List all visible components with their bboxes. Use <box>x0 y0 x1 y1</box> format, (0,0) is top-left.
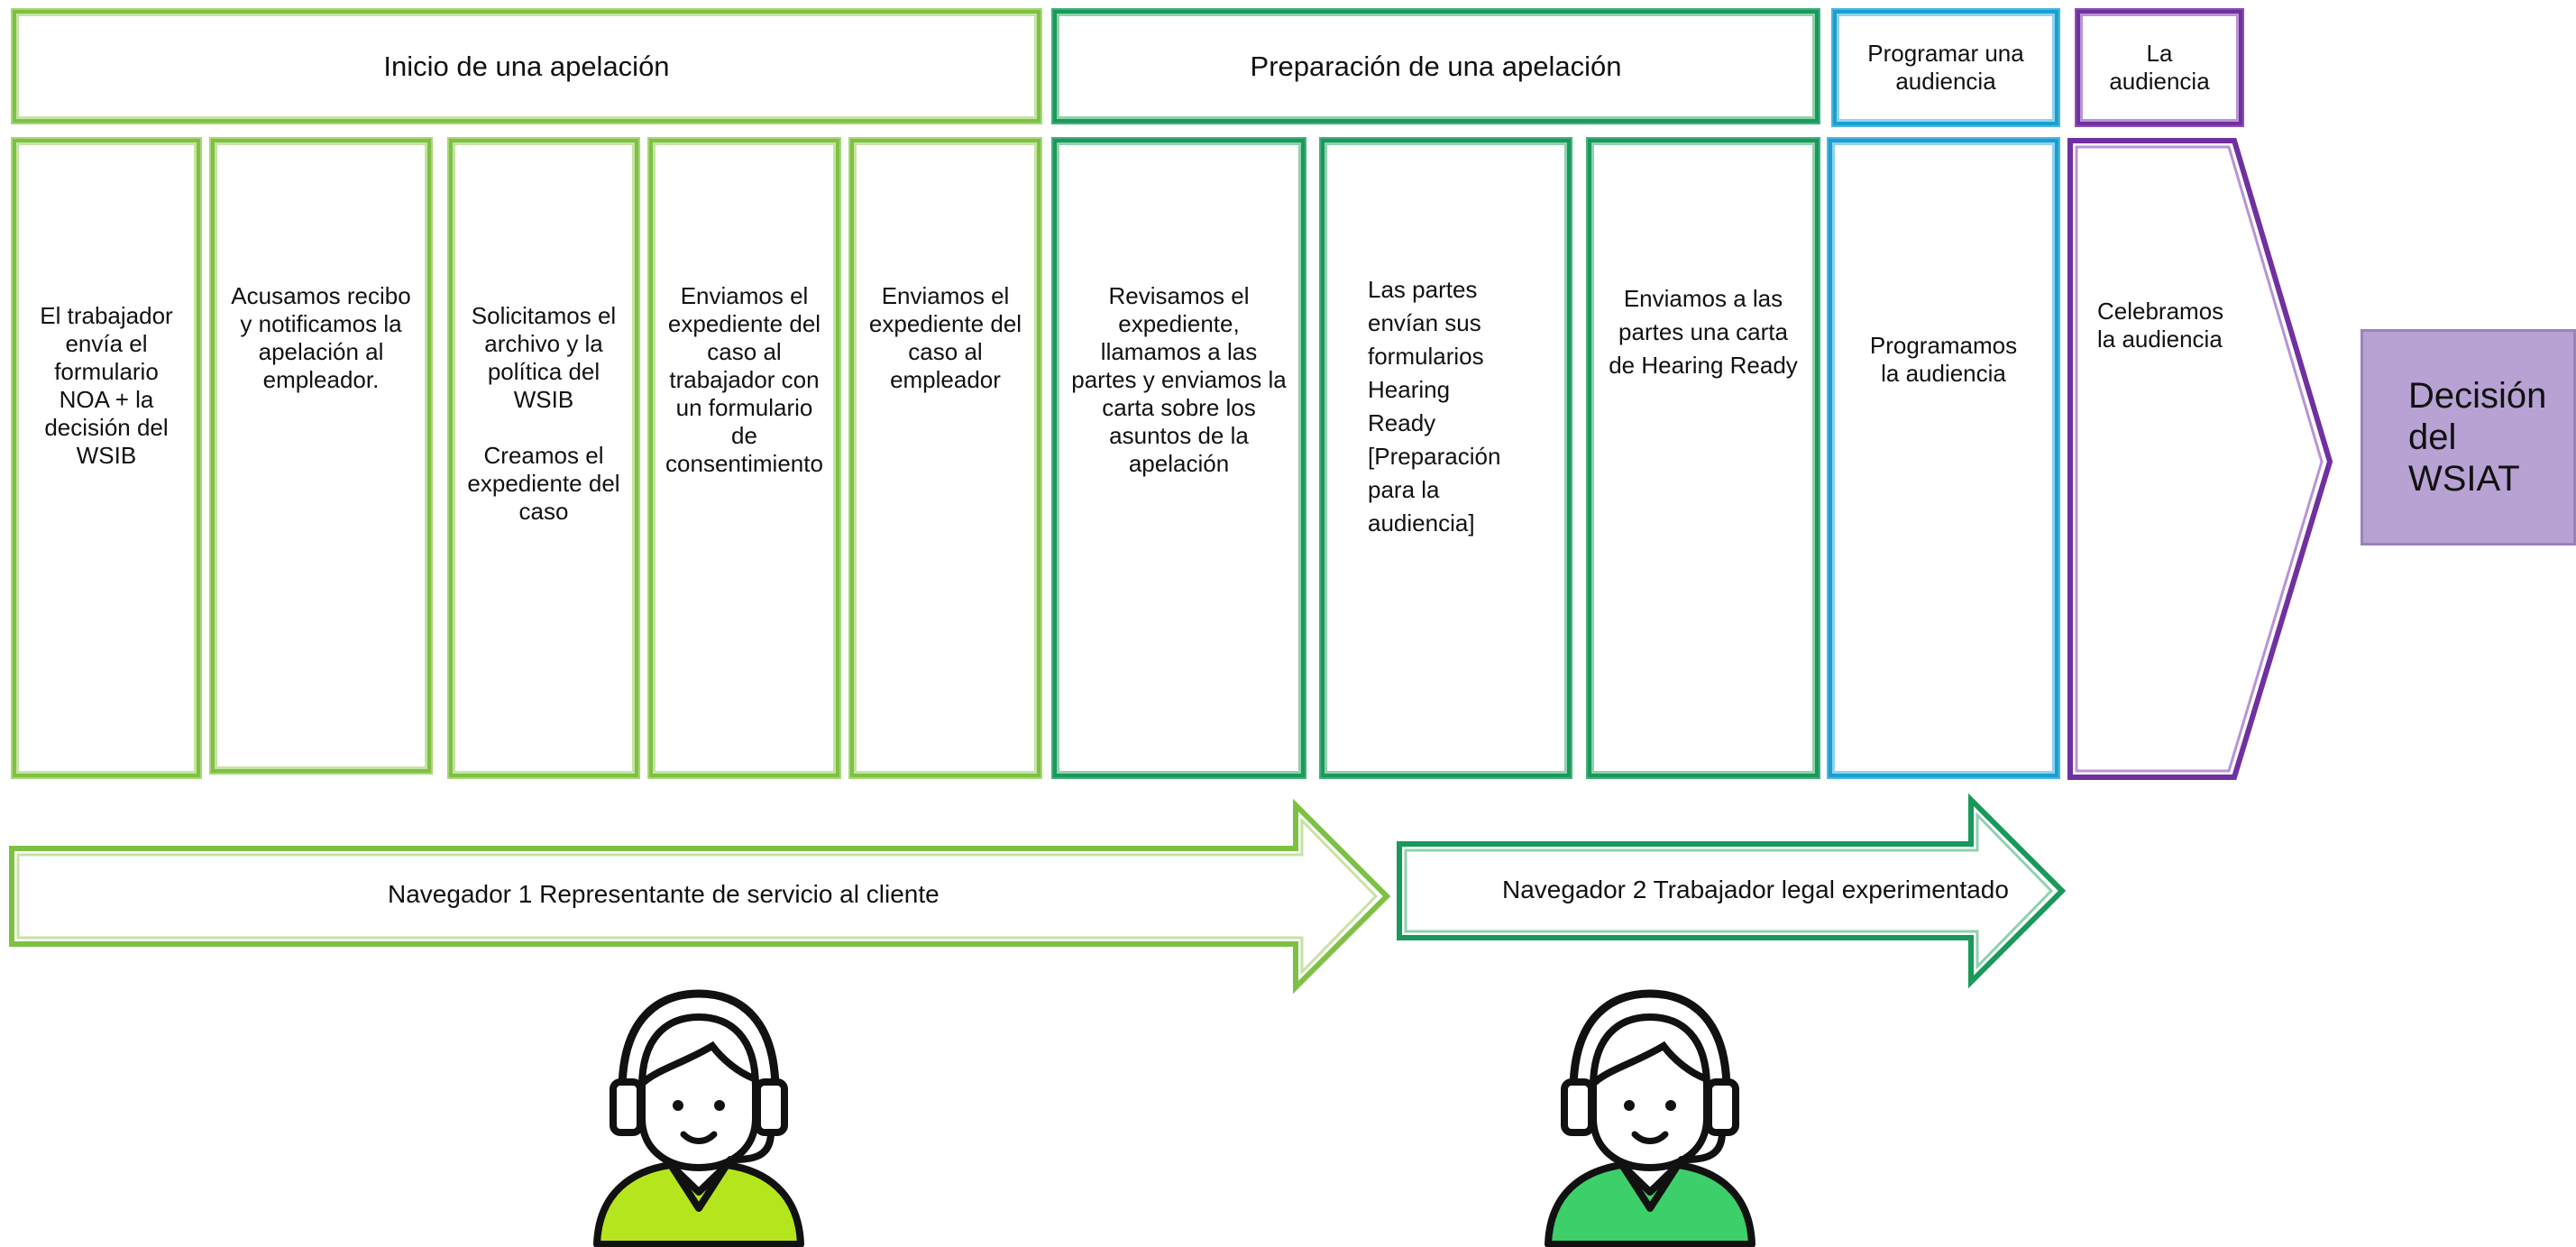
navigator-2-arrow <box>1397 793 2067 988</box>
step-box-1: El trabajador envía el formulario NOA + … <box>11 137 202 779</box>
phase-header-audiencia: La audiencia <box>2075 8 2244 127</box>
step-text: Celebramos la audiencia <box>2097 298 2224 353</box>
step-box-10: Celebramos la audiencia <box>2086 298 2243 353</box>
step-box-2: Acusamos recibo y notificamos la apelaci… <box>209 137 433 775</box>
step-text: Programamos la audiencia <box>1869 332 2018 387</box>
step-text: Acusamos recibo y notificamos la apelaci… <box>231 282 411 393</box>
navigator-2-label: Navegador 2 Trabajador legal experimenta… <box>1502 876 2009 903</box>
step-box-6: Revisamos el expediente, llamamos a las … <box>1051 137 1306 779</box>
step-text: El trabajador envía el formulario NOA + … <box>40 302 173 469</box>
phase-header-label: Programar una audiencia <box>1867 40 2024 95</box>
step-text: Enviamos el expediente del caso al traba… <box>665 282 823 477</box>
step-box-8: Enviamos a las partes una carta de Heari… <box>1586 137 1820 779</box>
phase-header-label: Preparación de una apelación <box>1250 50 1622 82</box>
step-text: Solicitamos el archivo y la política del… <box>467 302 620 525</box>
step-box-5: Enviamos el expediente del caso al emple… <box>848 137 1042 779</box>
navigator-1-label: Navegador 1 Representante de servicio al… <box>388 880 940 908</box>
step-box-9: Programamos la audiencia <box>1827 137 2060 779</box>
navigator-1-arrow <box>9 799 1391 994</box>
phase-header-preparacion: Preparación de una apelación <box>1051 8 1820 124</box>
step-box-7: Las partes envían sus formularios Hearin… <box>1319 137 1572 779</box>
decision-box: Decisión del WSIAT <box>2361 329 2576 546</box>
phase-header-inicio: Inicio de una apelación <box>11 8 1042 124</box>
step-box-10-chevron <box>2067 138 2333 780</box>
customer-service-agent-icon <box>593 989 804 1247</box>
step-text: Las partes envían sus formularios Hearin… <box>1368 276 1501 536</box>
step-text: Revisamos el expediente, llamamos a las … <box>1071 282 1287 477</box>
step-box-4: Enviamos el expediente del caso al traba… <box>647 137 841 779</box>
step-box-3: Solicitamos el archivo y la política del… <box>447 137 640 779</box>
decision-text: Decisión del WSIAT <box>2408 376 2547 499</box>
phase-header-programar: Programar una audiencia <box>1831 8 2060 127</box>
step-text: Enviamos el expediente del caso al emple… <box>868 282 1022 393</box>
legal-worker-agent-icon <box>1545 989 1756 1247</box>
phase-header-label: Inicio de una apelación <box>383 50 670 82</box>
phase-header-label: La audiencia <box>2109 40 2210 95</box>
step-text: Enviamos a las partes una carta de Heari… <box>1609 285 1798 379</box>
